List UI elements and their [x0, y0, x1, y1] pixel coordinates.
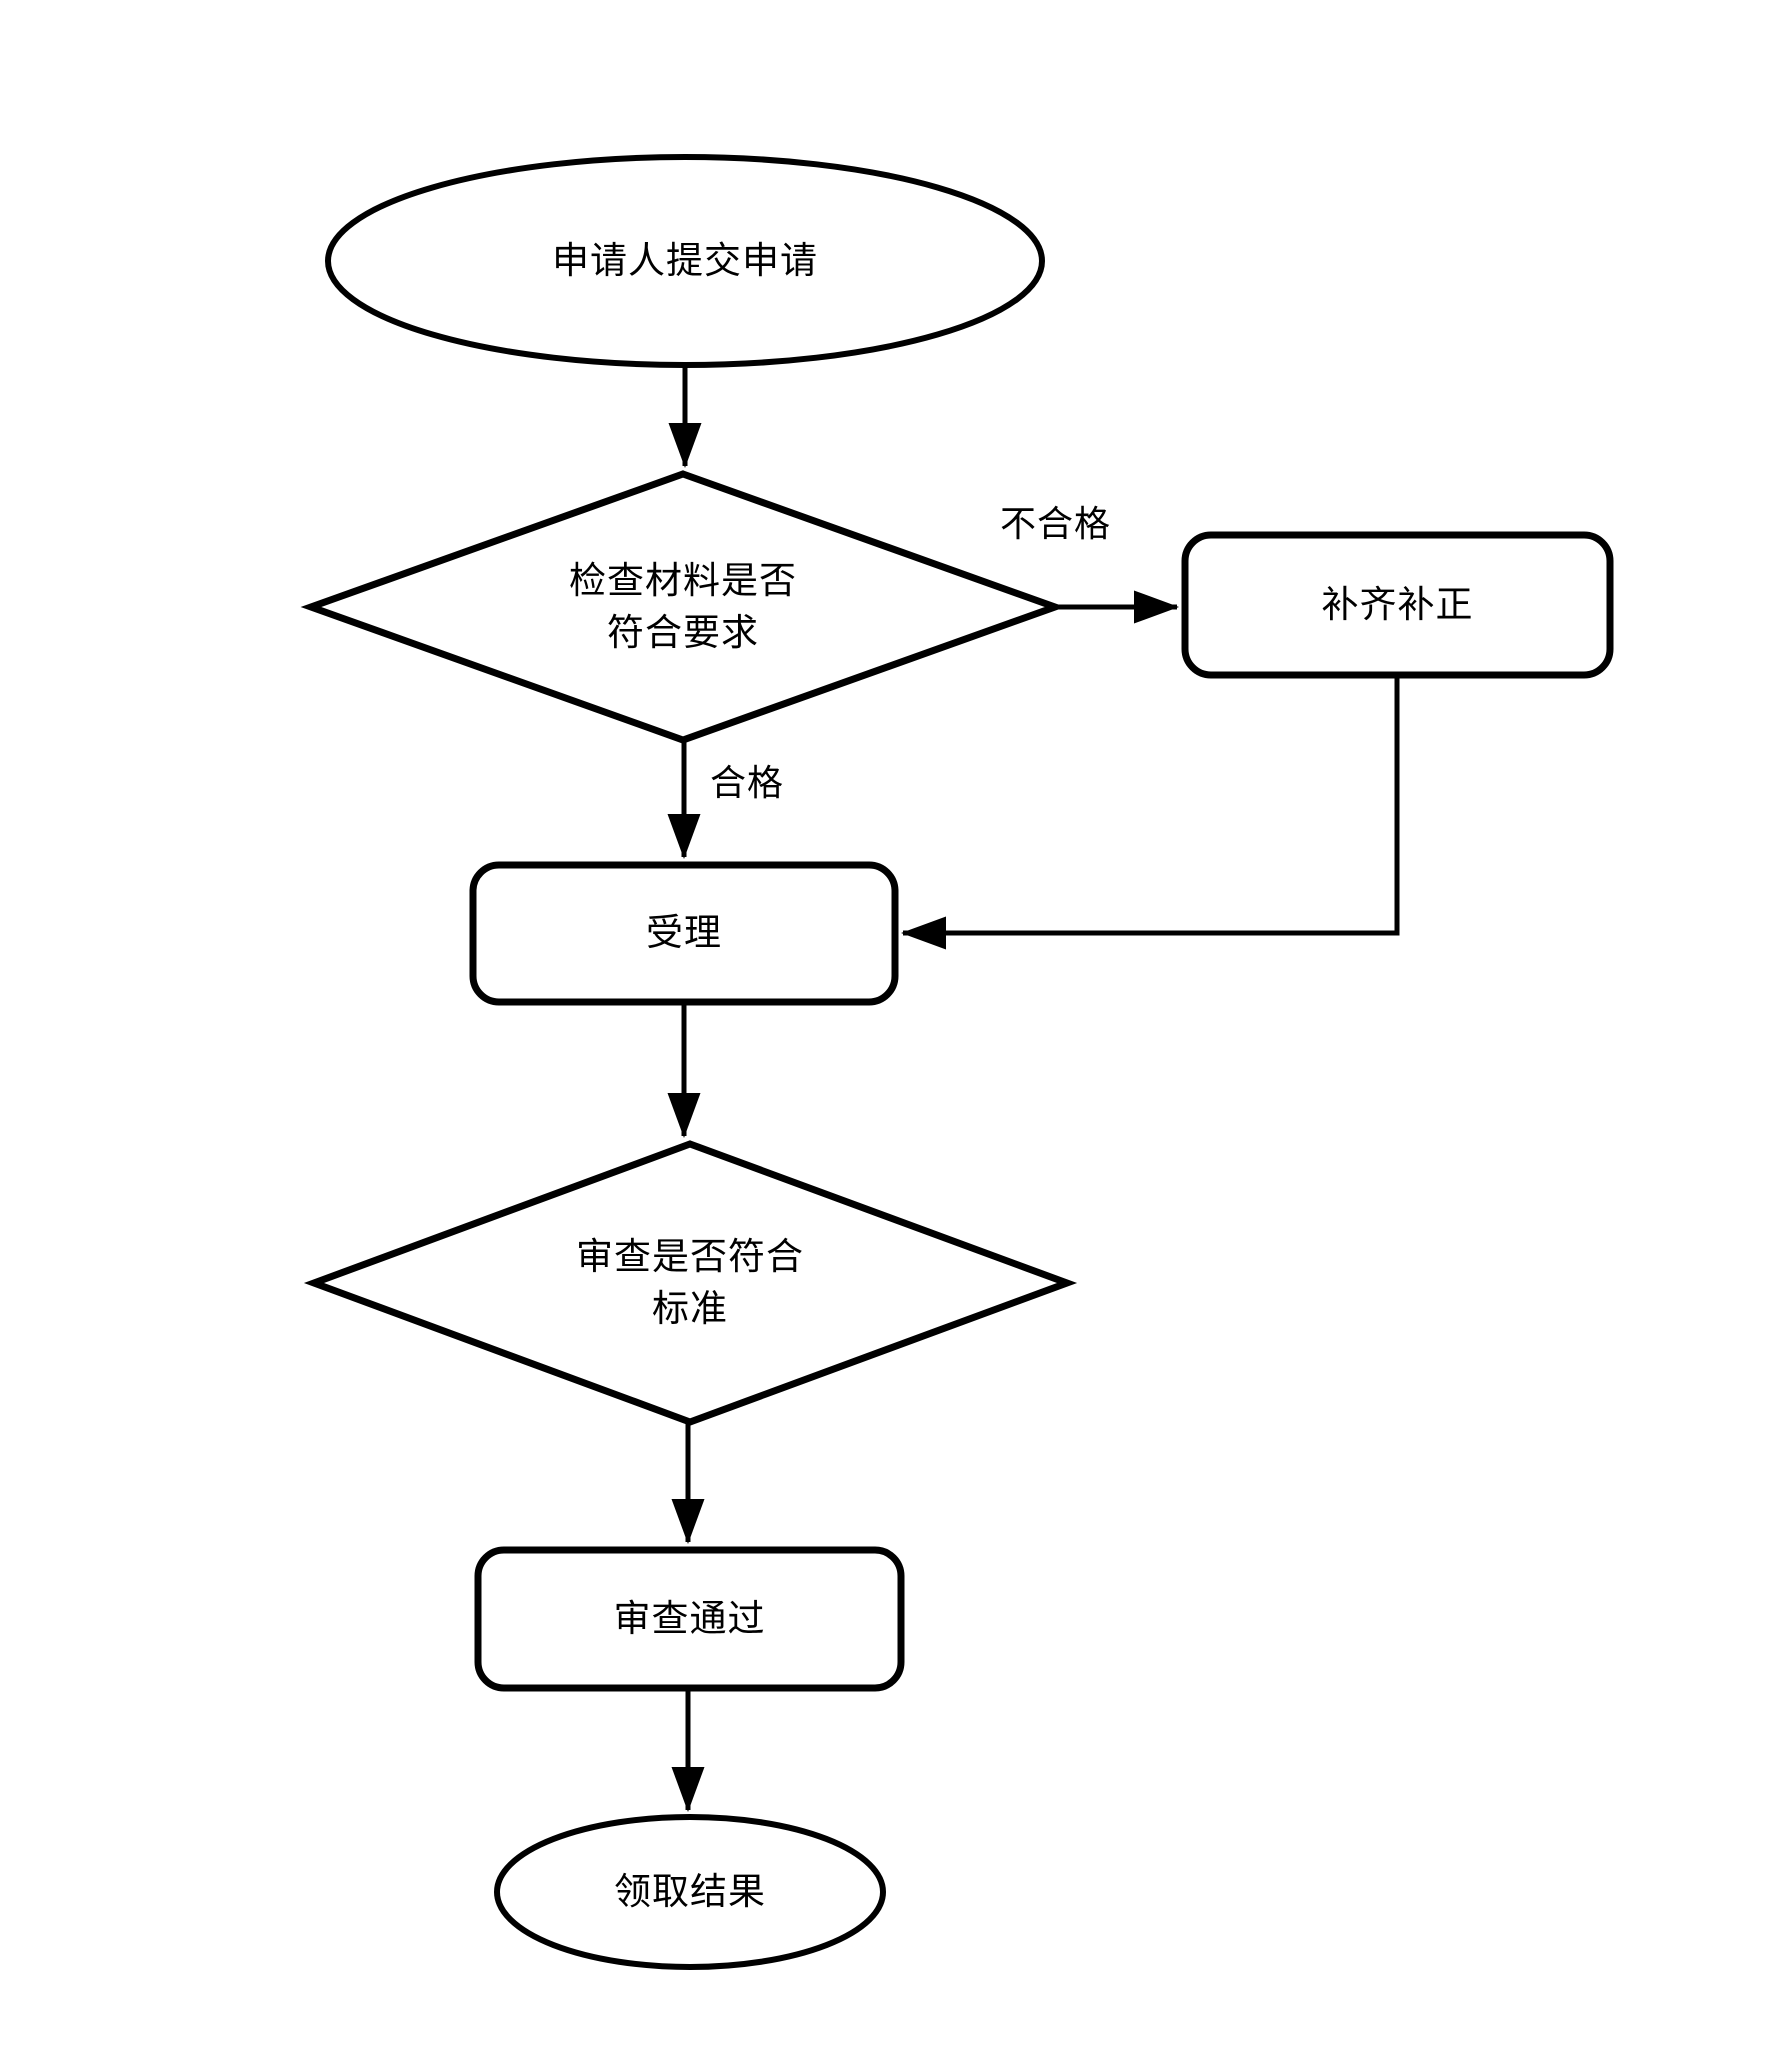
- node-check-materials-shape[interactable]: [300, 470, 1066, 744]
- node-accept-shape[interactable]: [469, 861, 899, 1006]
- node-review-standard-shape[interactable]: [303, 1140, 1078, 1426]
- node-start-shape[interactable]: [325, 154, 1045, 368]
- edge-label-qualified: 合格: [710, 763, 785, 804]
- edge-label-unqualified: 不合格: [1000, 504, 1112, 545]
- edge-supplement-to-accept: [901, 675, 1400, 950]
- node-collect-result-shape[interactable]: [494, 1814, 886, 1970]
- node-supplement-shape[interactable]: [1181, 531, 1614, 679]
- node-review-passed-shape[interactable]: [474, 1546, 905, 1692]
